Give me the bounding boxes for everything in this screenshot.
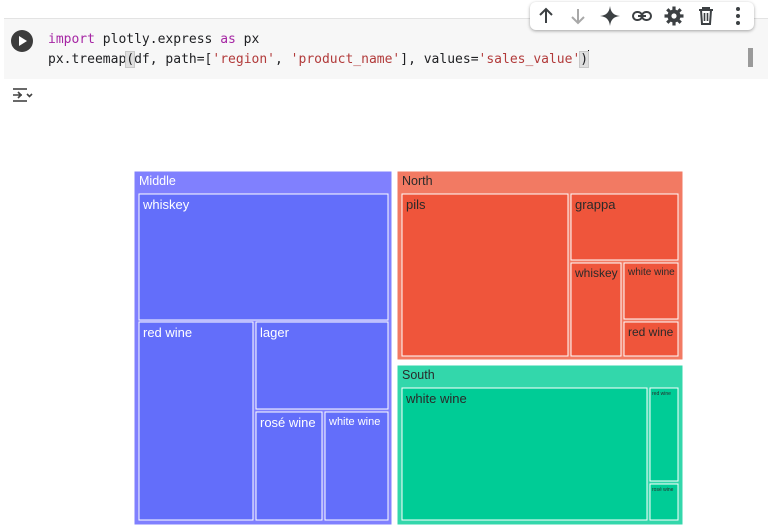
- code-text[interactable]: import plotly.express as px px.treemap(d…: [48, 30, 590, 70]
- treemap-tile-middle-whiskey[interactable]: [138, 193, 389, 321]
- treemap-tile-south-white-wine[interactable]: [401, 387, 648, 521]
- arrow-up-icon[interactable]: [534, 4, 558, 28]
- link-icon[interactable]: [630, 4, 654, 28]
- code-token: ], values=: [400, 52, 479, 67]
- treemap-tile-label: rosé wine: [260, 415, 316, 430]
- run-cell-button[interactable]: [11, 30, 33, 52]
- code-string: 'product_name': [290, 52, 401, 67]
- treemap-tile-label: red wine: [652, 391, 671, 397]
- treemap-tile-north-grappa[interactable]: [570, 193, 679, 261]
- treemap-region-label-north: North: [402, 174, 433, 188]
- text-cursor: [588, 50, 590, 66]
- treemap-tile-middle-red-wine[interactable]: [138, 321, 254, 521]
- treemap-tile-south-red-wine[interactable]: [649, 387, 679, 482]
- treemap-tile-label: grappa: [575, 197, 616, 212]
- sparkle-icon[interactable]: [598, 4, 622, 28]
- keyword-as: as: [220, 32, 236, 47]
- treemap-region-label-south: South: [402, 368, 435, 382]
- treemap-tile-south-ros-wine[interactable]: [649, 483, 679, 521]
- trash-icon[interactable]: [694, 4, 718, 28]
- treemap-tile-label: lager: [260, 325, 290, 340]
- code-token: px.treemap: [48, 52, 127, 67]
- output-options-icon[interactable]: [10, 84, 34, 108]
- gear-icon[interactable]: [662, 4, 686, 28]
- more-vert-icon[interactable]: [726, 4, 750, 28]
- treemap-tile-north-whiskey[interactable]: [570, 262, 622, 357]
- treemap-tile-label: white wine: [328, 416, 380, 428]
- code-line-2: px.treemap(df, path=['region', 'product_…: [48, 50, 590, 68]
- code-line-1: import plotly.express as px: [48, 32, 259, 47]
- treemap-tile-label: red wine: [628, 325, 674, 339]
- code-token: px: [235, 32, 260, 47]
- treemap-tile-north-red-wine[interactable]: [623, 321, 679, 357]
- treemap-tile-middle-ros-wine[interactable]: [255, 411, 323, 521]
- matched-open-paren: (: [125, 51, 136, 68]
- code-token: plotly.express: [94, 32, 221, 47]
- code-token: df, path=[: [134, 52, 213, 67]
- treemap-tile-middle-white-wine[interactable]: [324, 411, 389, 521]
- treemap-tile-label: red wine: [143, 325, 192, 340]
- treemap-tile-north-pils[interactable]: [401, 193, 569, 357]
- editor-scrollbar[interactable]: [748, 48, 753, 67]
- cell-toolbar: [530, 2, 754, 30]
- treemap-tile-label: whiskey: [574, 266, 618, 280]
- treemap-tile-label: pils: [406, 197, 426, 212]
- treemap-region-label-middle: Middle: [139, 174, 176, 188]
- arrow-down-icon[interactable]: [566, 4, 590, 28]
- matched-close-paren: ): [579, 51, 590, 68]
- treemap-tile-north-white-wine[interactable]: [623, 262, 679, 320]
- code-string: 'sales_value': [478, 52, 581, 67]
- treemap-tile-label: white wine: [405, 391, 467, 406]
- code-string: 'region': [212, 52, 276, 67]
- treemap-tile-label: white wine: [627, 267, 675, 278]
- keyword-import: import: [48, 32, 95, 47]
- treemap-tile-label: rosé wine: [652, 487, 674, 493]
- treemap-tile-middle-lager[interactable]: [255, 321, 389, 410]
- treemap-tile-label: whiskey: [142, 197, 190, 212]
- code-token: ,: [275, 52, 291, 67]
